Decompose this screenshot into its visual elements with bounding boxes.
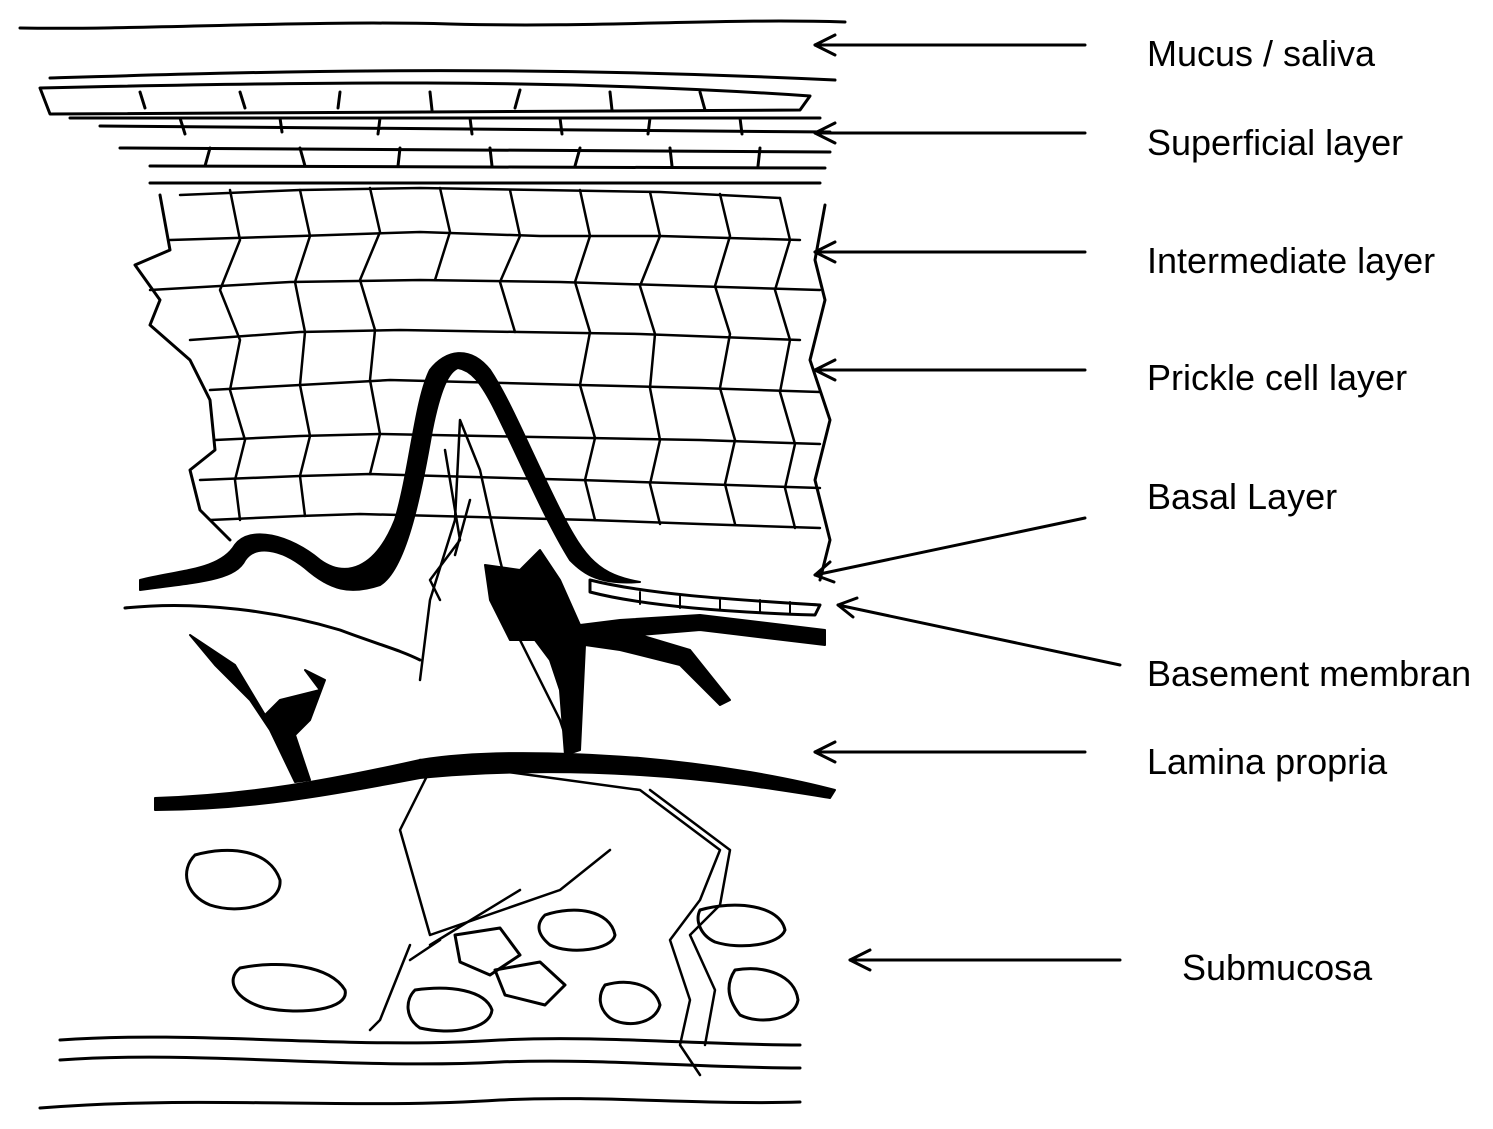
cell-blob — [231, 962, 347, 1013]
arrow-prickle — [813, 358, 1087, 382]
basal-layer-band — [139, 352, 641, 591]
arrow-intermediate — [813, 240, 1087, 264]
epithelium-left-edge — [133, 193, 232, 542]
arrows — [813, 33, 1122, 972]
submucosa-strands — [368, 888, 522, 1032]
cell-mesh — [148, 186, 822, 530]
mucus-line — [18, 19, 847, 30]
label-prickle: Prickle cell layer — [1147, 357, 1407, 398]
cell-blob — [537, 908, 617, 952]
cell-blob — [493, 960, 567, 1007]
lamina-top-line — [123, 603, 422, 662]
label-mucus: Mucus / saliva — [1147, 33, 1376, 74]
cell-blob — [598, 980, 662, 1026]
arrow-submucosa — [848, 948, 1122, 972]
vessel-branch — [484, 549, 826, 756]
labels: Mucus / saliva Superficial layer Interme… — [1147, 33, 1471, 988]
arrow-superficial — [813, 121, 1087, 145]
arrow-lamina — [813, 740, 1087, 764]
label-intermediate: Intermediate layer — [1147, 240, 1435, 281]
epithelium-right-edge — [808, 203, 832, 582]
papilla-outline — [418, 418, 572, 752]
arrow-basement — [836, 596, 1122, 667]
cell-blob — [696, 903, 787, 948]
label-superficial: Superficial layer — [1147, 122, 1403, 163]
superficial-top-line-2 — [38, 81, 812, 116]
bottom-line — [38, 1097, 802, 1110]
solid-structures — [139, 352, 836, 811]
bottom-line — [58, 1055, 802, 1070]
layer-lines — [18, 19, 847, 1110]
cell-blob — [185, 848, 282, 911]
lamina-base-band — [154, 752, 836, 811]
papilla-inner — [428, 448, 472, 602]
bottom-line — [58, 1035, 802, 1047]
superficial-top-line — [48, 69, 837, 82]
basal-cells — [588, 578, 822, 617]
label-lamina: Lamina propria — [1147, 741, 1388, 782]
arrow-mucus — [813, 33, 1087, 57]
label-basement: Basement membran — [1147, 653, 1471, 694]
label-basal: Basal Layer — [1147, 476, 1337, 517]
superficial-row-2 — [68, 116, 832, 185]
basal-dividers — [639, 591, 791, 614]
cell-blob — [453, 926, 522, 977]
submucosa-vessel — [398, 758, 732, 1077]
cell-blob — [727, 967, 800, 1022]
superficial-cell-dividers — [138, 88, 762, 168]
label-submucosa: Submucosa — [1182, 947, 1373, 988]
arrow-basal — [813, 516, 1087, 584]
cell-blob — [406, 986, 494, 1033]
vessel-branch — [189, 634, 326, 783]
